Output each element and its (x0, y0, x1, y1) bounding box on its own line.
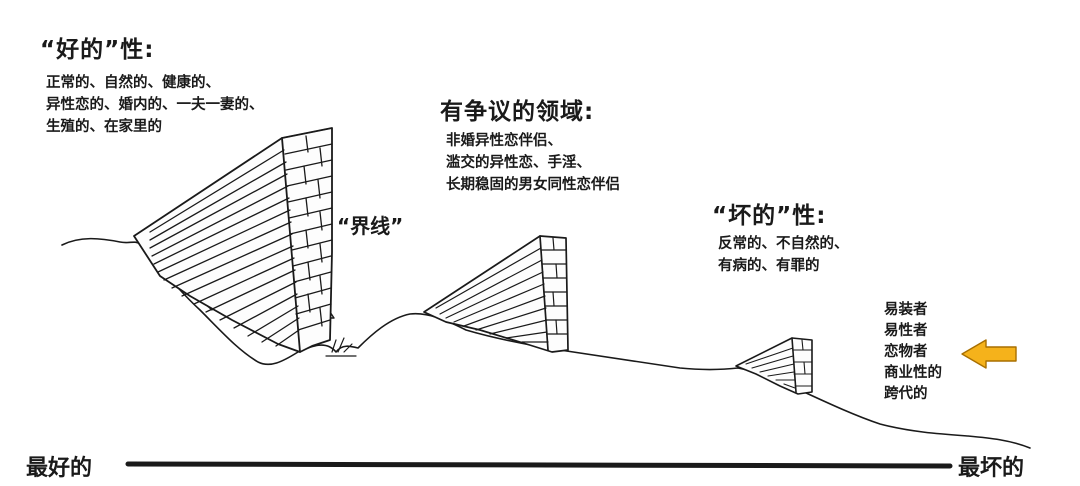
good-sex-line: 异性恋的、婚内的、一夫一妻的、 (46, 97, 264, 113)
bad-sex-line: 反常的、不自然的、 (718, 236, 849, 252)
boundary-label: “界线” (337, 214, 404, 238)
terrain-line (61, 237, 1031, 449)
good-sex-line: 生殖的、在家里的 (46, 119, 162, 135)
bad-sex-title: “坏的”性: (712, 203, 827, 229)
contested-area-title: 有争议的领域: (440, 99, 595, 125)
good-sex-list: 正常的、自然的、健康的、 异性恋的、婚内的、一夫一妻的、 生殖的、在家里的 (46, 72, 264, 138)
outcast-groups-list: 易装者 易性者 恋物者 商业性的 跨代的 (884, 300, 942, 405)
outcast-group-item: 商业性的 (884, 365, 942, 381)
outcast-group-item: 恋物者 (884, 344, 928, 360)
grass-tuft (325, 337, 357, 357)
good-sex-line: 正常的、自然的、健康的、 (46, 75, 220, 91)
contested-area-line: 非婚异性恋伴侣、 (446, 133, 562, 149)
outcast-group-item: 易装者 (884, 302, 928, 318)
contested-area-line: 滥交的异性恋、手淫、 (446, 155, 591, 171)
axis-line (125, 461, 953, 469)
axis-label-best: 最好的 (26, 456, 93, 481)
axis-label-worst: 最坏的 (958, 456, 1025, 481)
outcast-group-item: 易性者 (884, 323, 928, 339)
outcast-group-item: 跨代的 (884, 386, 928, 402)
wall-contested (423, 235, 569, 353)
contested-area-list: 非婚异性恋伴侣、 滥交的异性恋、手淫、 长期稳固的男女同性恋伴侣 (446, 130, 620, 196)
wall-bad-boundary (735, 337, 813, 395)
bad-sex-line: 有病的、有罪的 (718, 258, 820, 274)
wall-good-boundary (133, 127, 333, 353)
bad-sex-list: 反常的、不自然的、 有病的、有罪的 (718, 233, 849, 277)
contested-area-line: 长期稳固的男女同性恋伴侣 (446, 177, 620, 193)
arrow-left-icon (961, 339, 1017, 369)
good-sex-title: “好的”性: (40, 37, 155, 63)
